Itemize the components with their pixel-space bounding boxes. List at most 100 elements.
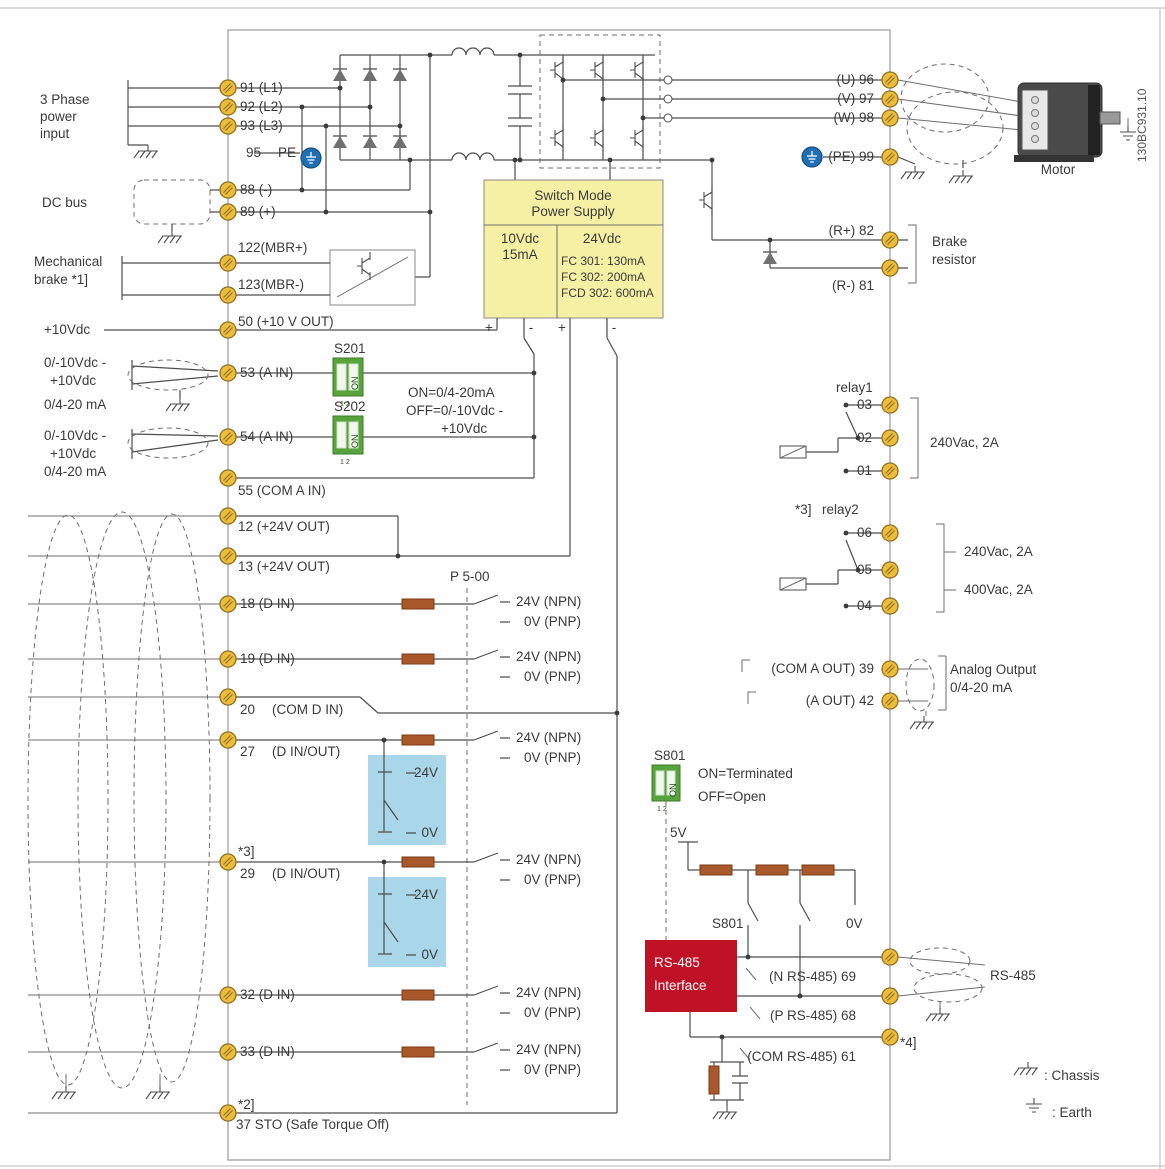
label-brake-resistor-1: Brake bbox=[932, 234, 967, 249]
label-smps-plus-2: + bbox=[558, 320, 566, 335]
terminal-39 bbox=[881, 660, 899, 678]
brake-diode bbox=[762, 251, 778, 265]
label-terminal-61: (COM RS-485) 61 bbox=[747, 1049, 856, 1064]
shield-analog-out bbox=[905, 658, 935, 712]
label-smps-minus-1: - bbox=[529, 320, 534, 335]
label-s202-pins: 1 2 bbox=[340, 459, 350, 466]
label-terminal-69: (N RS-485) 69 bbox=[769, 969, 856, 984]
label-npn-33: 24V (NPN) bbox=[516, 1042, 581, 1057]
label-terminal-89: 89 (+) bbox=[240, 204, 276, 219]
shield-54 bbox=[127, 427, 209, 459]
label-terminal-03: 03 bbox=[857, 397, 872, 412]
label-terminal-20b: (COM D IN) bbox=[272, 702, 343, 717]
label-npn-18: 24V (NPN) bbox=[516, 594, 581, 609]
label-pe: PE bbox=[278, 145, 296, 160]
label-pnp-29: 0V (PNP) bbox=[524, 872, 581, 887]
label-smps-fcd302: FCD 302: 600mA bbox=[561, 286, 654, 300]
label-npn-29: 24V (NPN) bbox=[516, 852, 581, 867]
label-terminal-88: 88 (-) bbox=[240, 182, 272, 197]
label-terminal-92: 92 (L2) bbox=[240, 99, 283, 114]
label-terminal-82: (R+) 82 bbox=[829, 223, 874, 238]
motor-end-band bbox=[1088, 85, 1100, 155]
label-analog-output-2: 0/4-20 mA bbox=[950, 680, 1012, 695]
terminal-68 bbox=[881, 987, 899, 1005]
label-figure-code: 130BC931.10 bbox=[1135, 88, 1149, 162]
label-terminal-39: (COM A OUT) 39 bbox=[771, 661, 874, 676]
label-motor: Motor bbox=[1041, 162, 1076, 177]
label-s202-on: ON bbox=[350, 435, 360, 449]
page-border bbox=[0, 7, 1165, 1169]
label-terminal-29: 29 bbox=[240, 866, 255, 881]
input-resistor-18 bbox=[401, 598, 435, 610]
relay-outputs bbox=[741, 224, 956, 730]
chassis-ground-phase bbox=[133, 144, 159, 159]
label-p500: P 5-00 bbox=[450, 569, 490, 584]
motor-shaft bbox=[1099, 111, 1121, 125]
pe-terminal-right-icon bbox=[801, 146, 823, 168]
s201-slider-2 bbox=[348, 363, 359, 391]
motor-terminal bbox=[1031, 96, 1039, 104]
terminal-32 bbox=[219, 986, 237, 1004]
motor-base bbox=[1014, 155, 1094, 162]
connector-node-u bbox=[663, 75, 673, 85]
rs485-area bbox=[645, 764, 986, 1120]
terminal-54 bbox=[219, 428, 237, 446]
label-terminal-37: 37 STO (Safe Torque Off) bbox=[236, 1117, 389, 1132]
label-s201-on: ON bbox=[350, 377, 360, 391]
input-resistor-19 bbox=[401, 653, 435, 665]
terminal-13 bbox=[219, 547, 237, 565]
digital-inputs bbox=[236, 588, 510, 1105]
labels: 3 Phase power input DC bus Mechanical br… bbox=[34, 72, 1149, 1132]
chassis-ground-motor-2 bbox=[948, 169, 974, 184]
chassis-ground-dcbus bbox=[157, 229, 183, 244]
label-s801-mid: S801 bbox=[712, 916, 744, 931]
label-relay2-rating-1: 240Vac, 2A bbox=[964, 544, 1033, 559]
chassis-legend-icon bbox=[1013, 1061, 1039, 1076]
terminal-82 bbox=[881, 231, 899, 249]
label-s801: S801 bbox=[654, 748, 686, 763]
chassis-ground-cable-2 bbox=[145, 1085, 171, 1100]
chassis-ground-53 bbox=[165, 397, 191, 412]
label-mech-brake-1: Mechanical bbox=[34, 254, 102, 269]
label-mech-brake-2: brake *1] bbox=[34, 272, 88, 287]
s801-slider-2 bbox=[666, 770, 676, 796]
label-terminal-55: 55 (COM A IN) bbox=[238, 483, 326, 498]
label-3phase-3: input bbox=[40, 126, 70, 141]
label-terminal-54: 54 (A IN) bbox=[240, 429, 293, 444]
label-terminal-123: 123(MBR-) bbox=[238, 277, 304, 292]
label-dc-bus: DC bus bbox=[42, 195, 87, 210]
label-54-range-c: 0/4-20 mA bbox=[44, 464, 106, 479]
drive-enclosure bbox=[227, 29, 891, 1161]
label-terminal-05: 05 bbox=[857, 562, 872, 577]
label-npn-19: 24V (NPN) bbox=[516, 649, 581, 664]
cable-shield-left-1 bbox=[27, 514, 109, 1086]
label-relay1-rating: 240Vac, 2A bbox=[930, 435, 999, 450]
label-relay2: relay2 bbox=[822, 502, 859, 517]
label-switch-note-1: ON=0/4-20mA bbox=[408, 385, 495, 400]
terminal-20 bbox=[219, 688, 237, 706]
rectifier-diode bbox=[332, 135, 348, 149]
earth-ground-motor bbox=[1119, 125, 1137, 141]
legend bbox=[1013, 1061, 1043, 1113]
label-terminal-20: 20 bbox=[240, 702, 255, 717]
input-resistor-27 bbox=[401, 734, 435, 746]
input-resistor-29 bbox=[401, 856, 435, 868]
smps-section bbox=[236, 160, 664, 1114]
label-rs485: RS-485 bbox=[990, 968, 1036, 983]
igbt bbox=[589, 123, 604, 153]
input-resistor-32 bbox=[401, 989, 435, 1001]
termination-resistor-2 bbox=[755, 864, 789, 876]
label-switch-note-2: OFF=0/-10Vdc - bbox=[406, 403, 503, 418]
label-s801-pins: 1 2 bbox=[657, 806, 667, 813]
label-3phase-2: power bbox=[40, 109, 77, 124]
label-s801-on: ON bbox=[668, 784, 678, 798]
label-box29-0v: 0V bbox=[421, 947, 438, 962]
label-terminal-93: 93 (L3) bbox=[240, 118, 283, 133]
label-terminal-32: 32 (D IN) bbox=[240, 987, 295, 1002]
label-terminal-53: 53 (A IN) bbox=[240, 365, 293, 380]
rectifier-diode bbox=[392, 135, 408, 149]
terminal-122 bbox=[219, 254, 237, 272]
shield-motor-2 bbox=[906, 91, 1004, 165]
label-terminal-02: 02 bbox=[857, 430, 872, 445]
